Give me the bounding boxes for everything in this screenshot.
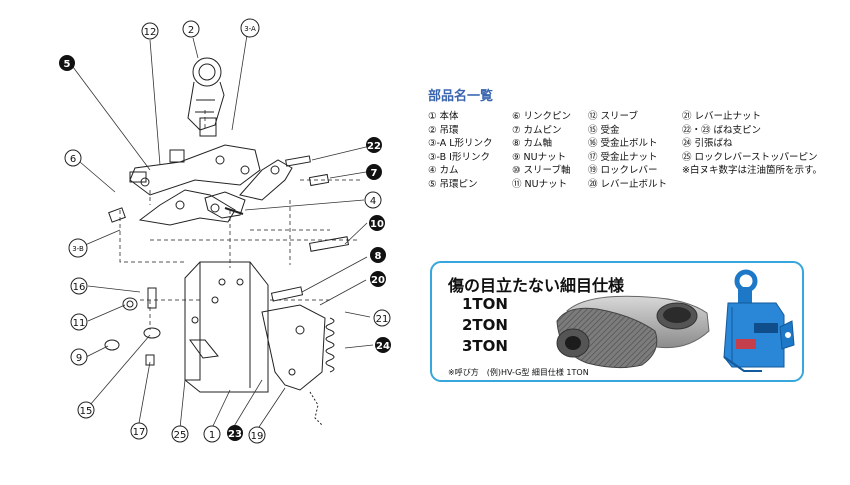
part-entry: ⑦ カムピン	[512, 124, 562, 136]
parts-column-3: ⑫ スリーブ ⑮ 受金 ⑯ 受金止ボルト ⑰ 受金止ナット ⑲ ロックレバー ⑳…	[588, 110, 667, 192]
leader-lines	[72, 34, 374, 431]
callout-11: 11	[70, 313, 88, 331]
capacity-3ton: 3TON	[462, 337, 508, 355]
part-entry: ㉕ ロックレバーストッパーピン	[682, 151, 818, 163]
parts-list-title: 部品名一覧	[428, 89, 494, 104]
svg-text:25: 25	[174, 430, 187, 441]
parts-list: 部品名一覧 ① 本体 ② 吊環 ③-A L形リンク ③-B I形リンク ④ カム…	[428, 85, 838, 200]
part-entry: ㉑ レバー止ナット	[682, 111, 762, 122]
svg-text:11: 11	[73, 318, 86, 329]
part-entry: ④ カム	[428, 165, 459, 177]
part-entry: ⑪ NUナット	[512, 178, 568, 190]
callout-24: 24	[375, 337, 391, 353]
hanging-ring	[187, 57, 225, 137]
part-entry: ⑥ リンクピン	[512, 111, 572, 122]
part-entry: ⑳ レバー止ボルト	[588, 178, 668, 190]
callout-3-a: 3-A	[240, 18, 260, 38]
callout-9: 9	[70, 348, 88, 366]
part-entry: ⑩ スリーブ軸	[512, 165, 571, 177]
fine-thread-spec-box: 傷の目立たない細目仕様 1TON 2TON 3TON	[430, 261, 804, 382]
part-entry: ⑧ カム軸	[512, 138, 553, 150]
svg-text:21: 21	[376, 314, 389, 325]
callout-20: 20	[370, 271, 386, 287]
svg-text:3-B: 3-B	[72, 245, 84, 253]
callout-15: 15	[77, 401, 95, 419]
callout-16: 16	[70, 277, 88, 295]
svg-text:24: 24	[376, 341, 390, 352]
callout-22: 22	[366, 137, 382, 153]
knurled-cam-gear-image	[556, 295, 710, 369]
callout-17: 17	[130, 422, 148, 440]
capacity-2ton: 2TON	[462, 316, 508, 334]
part-entry: ⑯ 受金止ボルト	[588, 138, 658, 150]
svg-text:6: 6	[70, 154, 76, 165]
lock-lever	[261, 304, 326, 426]
callout-12: 12	[141, 22, 159, 40]
callout-21: 21	[373, 309, 391, 327]
svg-text:16: 16	[73, 282, 86, 293]
svg-text:12: 12	[144, 27, 157, 38]
svg-text:17: 17	[133, 427, 146, 438]
parts-column-4: ㉑ レバー止ナット ㉒・㉓ ばね支ピン ㉔ 引張ばね ㉕ ロックレバーストッパー…	[682, 110, 822, 178]
callout-3-b: 3-B	[68, 238, 88, 258]
svg-text:3-A: 3-A	[244, 25, 256, 33]
svg-text:9: 9	[76, 353, 82, 364]
parts-column-1: ① 本体 ② 吊環 ③-A L形リンク ③-B I形リンク ④ カム ⑤ 吊環ピ…	[428, 110, 493, 192]
svg-text:20: 20	[371, 275, 385, 286]
part-entry: ⑰ 受金止ナット	[588, 151, 658, 163]
callout-19: 19	[248, 426, 266, 444]
lubrication-note: ※白ヌキ数字は注油箇所を示す。	[682, 165, 823, 177]
callout-1: 1	[203, 425, 221, 443]
main-body	[184, 261, 269, 393]
svg-text:5: 5	[64, 59, 71, 70]
small-parts	[104, 287, 161, 366]
part-entry: ① 本体	[428, 111, 459, 122]
part-entry: ⑨ NUナット	[512, 151, 567, 163]
tension-spring	[325, 317, 335, 373]
cam	[204, 191, 246, 219]
parts-column-2: ⑥ リンクピン ⑦ カムピン ⑧ カム軸 ⑨ NUナット ⑩ スリーブ軸 ⑪ N…	[512, 110, 571, 192]
svg-text:22: 22	[367, 141, 381, 152]
callout-4: 4	[364, 191, 382, 209]
blue-clamp-image	[723, 269, 795, 372]
part-entry: ㉔ 引張ばね	[682, 138, 733, 150]
parts-list-grid: ① 本体 ② 吊環 ③-A L形リンク ③-B I形リンク ④ カム ⑤ 吊環ピ…	[428, 110, 838, 200]
part-entry: ⑲ ロックレバー	[588, 165, 658, 177]
link-assembly	[129, 144, 293, 226]
callout-group: 12 2 3-A 5 6 22 7 4 3-B 10 8 16 20 11 21…	[59, 18, 391, 444]
part-entry: ㉒・㉓ ばね支ピン	[682, 124, 762, 136]
part-entry: ⑮ 受金	[588, 124, 620, 136]
callout-25: 25	[171, 425, 189, 443]
svg-text:23: 23	[228, 429, 242, 440]
svg-text:2: 2	[188, 25, 194, 36]
svg-text:8: 8	[375, 251, 382, 262]
spec-note: ※呼び方 (例)HV-G型 細目仕様 1TON	[448, 368, 589, 377]
clamp-exploded-drawing	[72, 34, 374, 431]
pins	[108, 149, 349, 302]
capacity-1ton: 1TON	[462, 295, 508, 313]
callout-23: 23	[227, 425, 243, 441]
callout-6: 6	[64, 149, 82, 167]
part-entry: ③-A L形リンク	[428, 138, 493, 150]
part-entry: ⑫ スリーブ	[588, 111, 638, 122]
spec-title: 傷の目立たない細目仕様	[448, 276, 625, 295]
callout-7: 7	[366, 164, 382, 180]
svg-text:7: 7	[371, 168, 378, 179]
svg-text:15: 15	[80, 406, 93, 417]
part-entry: ⑤ 吊環ピン	[428, 178, 478, 190]
callout-2: 2	[182, 20, 200, 38]
callout-8: 8	[370, 247, 386, 263]
part-entry: ② 吊環	[428, 124, 459, 136]
svg-text:10: 10	[370, 219, 384, 230]
svg-text:19: 19	[251, 431, 264, 442]
part-entry: ③-B I形リンク	[428, 151, 490, 163]
callout-10: 10	[369, 215, 385, 231]
callout-5: 5	[59, 55, 75, 71]
svg-text:1: 1	[209, 430, 215, 441]
svg-text:4: 4	[370, 196, 376, 207]
